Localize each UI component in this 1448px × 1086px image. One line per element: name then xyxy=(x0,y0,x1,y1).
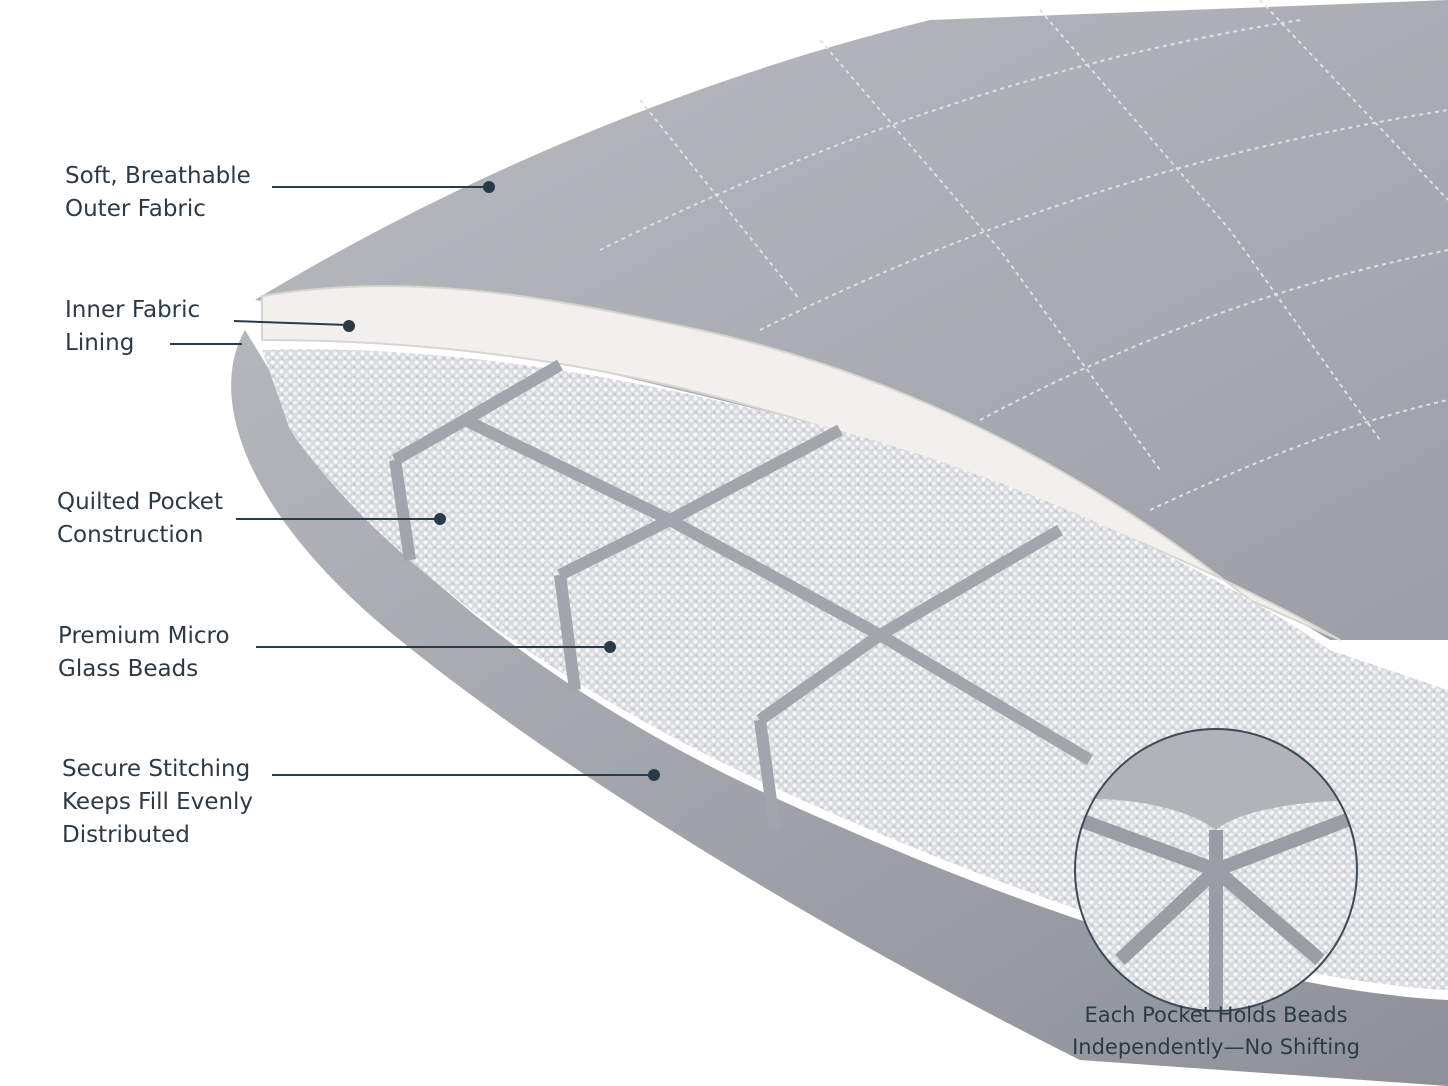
caption-line: Independently—No Shifting xyxy=(1072,1035,1360,1059)
callout-line: Quilted Pocket xyxy=(57,489,223,515)
inner-lining-layer xyxy=(261,285,1341,641)
callout-line: Soft, Breathable xyxy=(65,163,251,189)
callout-line: Premium Micro xyxy=(58,623,230,649)
callout-glass-beads: Premium Micro Glass Beads xyxy=(58,620,230,686)
pocket-detail-lens xyxy=(1074,728,1358,1012)
callout-inner-lining: Inner Fabric Lining xyxy=(65,294,200,360)
leader-stitching xyxy=(272,769,660,781)
detail-caption: Each Pocket Holds Beads Independently—No… xyxy=(1050,999,1382,1063)
leader-inner-lining xyxy=(170,320,355,345)
callout-line: Distributed xyxy=(62,822,190,848)
callout-line: Lining xyxy=(65,330,135,356)
leader-glass-beads xyxy=(256,641,616,653)
callout-line: Outer Fabric xyxy=(65,196,206,222)
callout-leaders xyxy=(170,181,660,781)
outer-fabric-shell xyxy=(231,0,1448,1086)
caption-line: Each Pocket Holds Beads xyxy=(1084,1003,1348,1027)
callout-line: Construction xyxy=(57,522,204,548)
callout-outer-fabric: Soft, Breathable Outer Fabric xyxy=(65,160,251,226)
quilt-stitch-lines xyxy=(599,0,1448,511)
pocket-divider-walls xyxy=(389,359,1094,831)
callout-line: Glass Beads xyxy=(58,656,199,682)
leader-outer-fabric xyxy=(272,181,495,193)
callout-quilted-pockets: Quilted Pocket Construction xyxy=(57,486,223,552)
leader-quilted-pockets xyxy=(236,513,446,525)
callout-line: Secure Stitching xyxy=(62,756,251,782)
callout-line: Inner Fabric xyxy=(65,297,201,323)
callout-line: Keeps Fill Evenly xyxy=(62,789,254,815)
callout-stitching: Secure Stitching Keeps Fill Evenly Distr… xyxy=(62,753,253,852)
